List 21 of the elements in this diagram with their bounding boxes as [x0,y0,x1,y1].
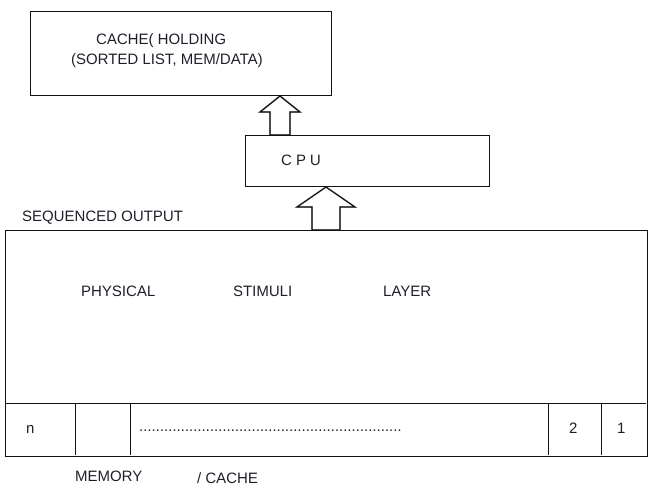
node-text: n [26,420,34,437]
node-text: PHYSICAL [81,283,156,300]
box [76,403,131,455]
memory-cell [6,403,76,455]
node-text: C P U [281,152,321,169]
caption-label: / CACHE [197,470,258,487]
layer-box [5,230,648,457]
cache-box [30,11,332,96]
block-arrow [294,186,358,231]
memory-cell [131,403,549,455]
cpu-box [245,135,490,187]
caption-label: MEMORY [75,468,142,485]
caption-label: SEQUENCED OUTPUT [22,208,183,225]
ellipsis-text: ............................................................... [139,418,402,435]
node-text: 1 [617,420,626,437]
memory-cell [549,403,602,455]
node-text: 2 [569,420,578,437]
node-text: STIMULI [233,283,292,300]
block-arrow [258,95,302,136]
node-text: LAYER [383,283,432,300]
node-text: CACHE( HOLDING (SORTED LIST, MEM/DATA) [71,30,264,70]
